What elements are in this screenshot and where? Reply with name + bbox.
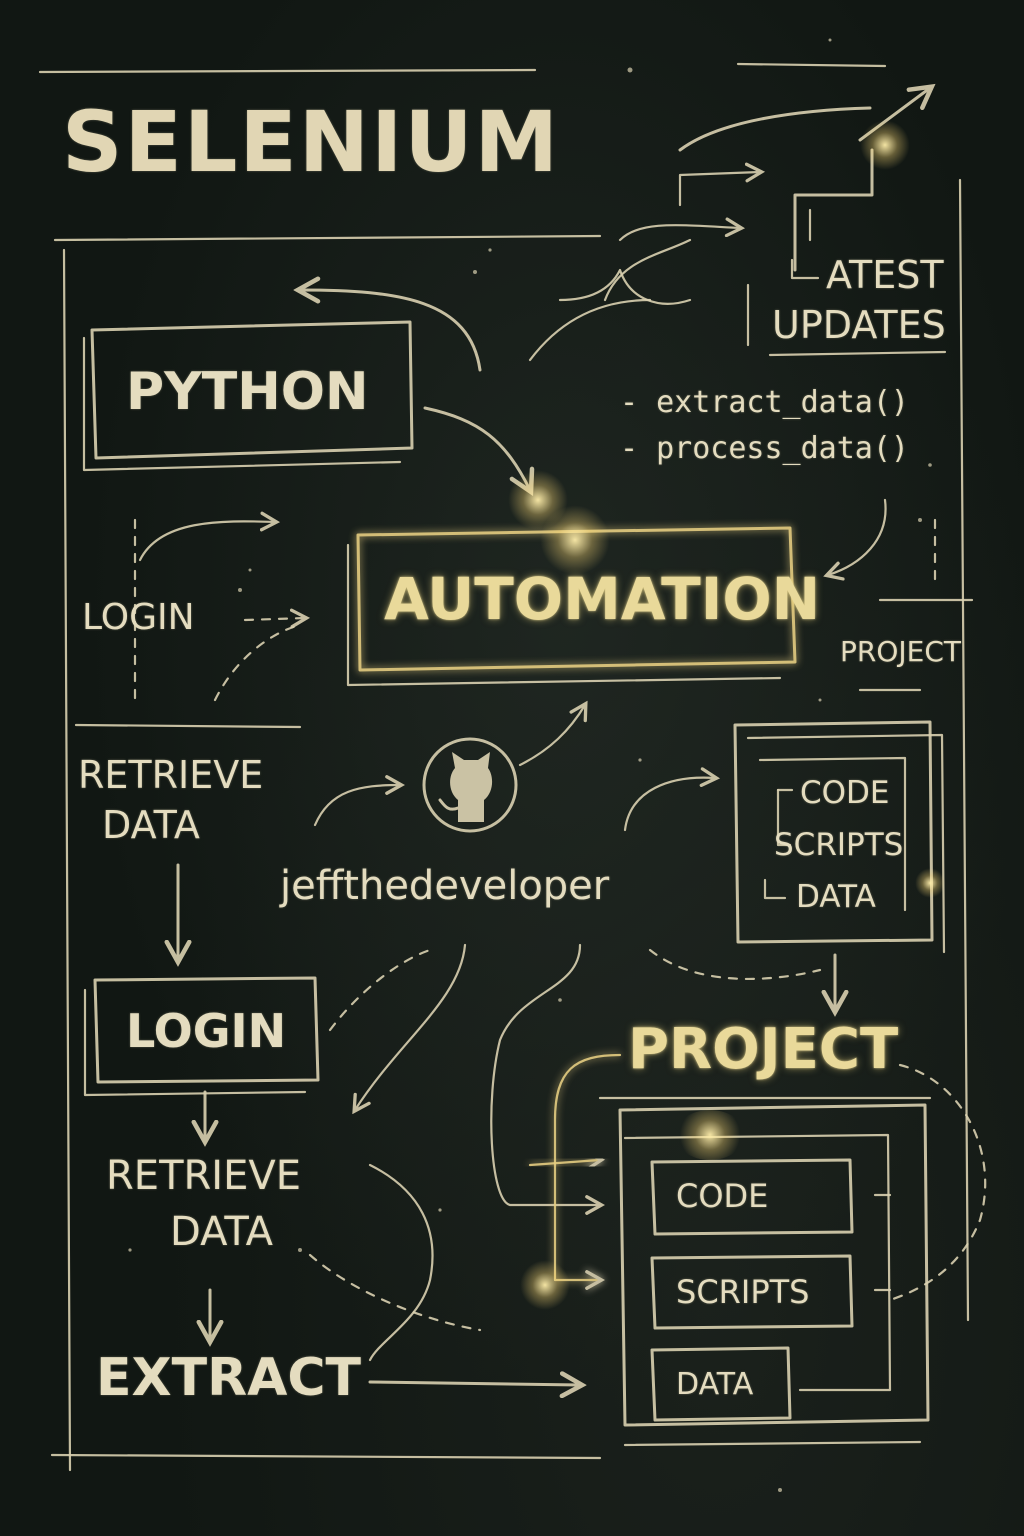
automation-box bbox=[346, 526, 797, 687]
arrow-github-to-automation bbox=[518, 705, 585, 767]
arrow-extract-to-project bbox=[368, 1382, 580, 1385]
dashed-center-curve bbox=[328, 948, 432, 1032]
retrieve-bottom-line2: DATA bbox=[170, 1209, 274, 1255]
login-box-label: LOGIN bbox=[126, 1004, 287, 1058]
function-extract-data: - extract_data() bbox=[620, 385, 909, 420]
project-big-label: PROJECT bbox=[628, 1017, 899, 1082]
arrow-functions-to-automation bbox=[828, 498, 887, 575]
project-data-box bbox=[650, 1346, 792, 1422]
folder-data-label: DATA bbox=[796, 879, 876, 915]
project-code-box bbox=[650, 1158, 854, 1236]
python-label: PYTHON bbox=[126, 362, 369, 422]
glow-spark bbox=[915, 868, 945, 898]
project-data-label: DATA bbox=[676, 1367, 754, 1402]
retrieve-bottom-line1: RETRIEVE bbox=[106, 1153, 301, 1199]
login-top-label: LOGIN bbox=[82, 597, 195, 638]
project-scripts-box bbox=[650, 1254, 854, 1330]
folder-code-label: CODE bbox=[800, 775, 890, 811]
arrow-user-to-retrieve bbox=[355, 943, 467, 1110]
latest-updates-bracket bbox=[746, 148, 947, 357]
project-code-label: CODE bbox=[676, 1177, 769, 1215]
github-octocat-icon bbox=[438, 752, 493, 822]
arrow-to-automation-top-left bbox=[138, 521, 275, 562]
latest-updates-line2: UPDATES bbox=[772, 303, 946, 347]
glow-spark bbox=[520, 1260, 570, 1310]
extract-label: EXTRACT bbox=[96, 1348, 362, 1408]
arrow-user-to-project bbox=[490, 943, 600, 1205]
chalk-dots bbox=[128, 38, 932, 1492]
latest-updates-line1: ATEST bbox=[826, 253, 944, 297]
retrieve-top-line2: DATA bbox=[102, 803, 200, 847]
glow-spark bbox=[540, 505, 610, 575]
automation-label: AUTOMATION bbox=[384, 565, 821, 633]
arrow-python-to-automation bbox=[423, 406, 530, 490]
folder-scripts-label: SCRIPTS bbox=[774, 827, 904, 863]
dashed-arrow-login bbox=[243, 618, 305, 620]
glow-spark bbox=[860, 120, 910, 170]
function-process-data: - process_data() bbox=[620, 431, 909, 466]
dashed-right-curve bbox=[888, 1063, 987, 1302]
retrieve-top-line1: RETRIEVE bbox=[78, 753, 264, 797]
frame-lines bbox=[38, 62, 974, 1472]
project-structure bbox=[528, 1053, 930, 1447]
project-scripts-label: SCRIPTS bbox=[676, 1273, 810, 1311]
github-circle bbox=[422, 737, 518, 833]
page-title: SELENIUM bbox=[62, 93, 561, 191]
project-small-label: PROJECT bbox=[840, 635, 961, 668]
arrow-to-python bbox=[300, 290, 482, 372]
dashed-bottom-curve bbox=[308, 1253, 482, 1332]
dashed-curve-left bbox=[213, 623, 302, 702]
github-username: jeffthedeveloper bbox=[280, 863, 610, 909]
curve-left-bottom bbox=[368, 1163, 434, 1362]
arrow-to-folder-box bbox=[623, 778, 715, 832]
dashed-to-folder bbox=[648, 948, 822, 981]
login-box bbox=[83, 976, 320, 1097]
arrow-retrieve-to-github bbox=[313, 785, 400, 827]
glow-spark bbox=[675, 1110, 745, 1160]
python-box bbox=[82, 320, 414, 472]
